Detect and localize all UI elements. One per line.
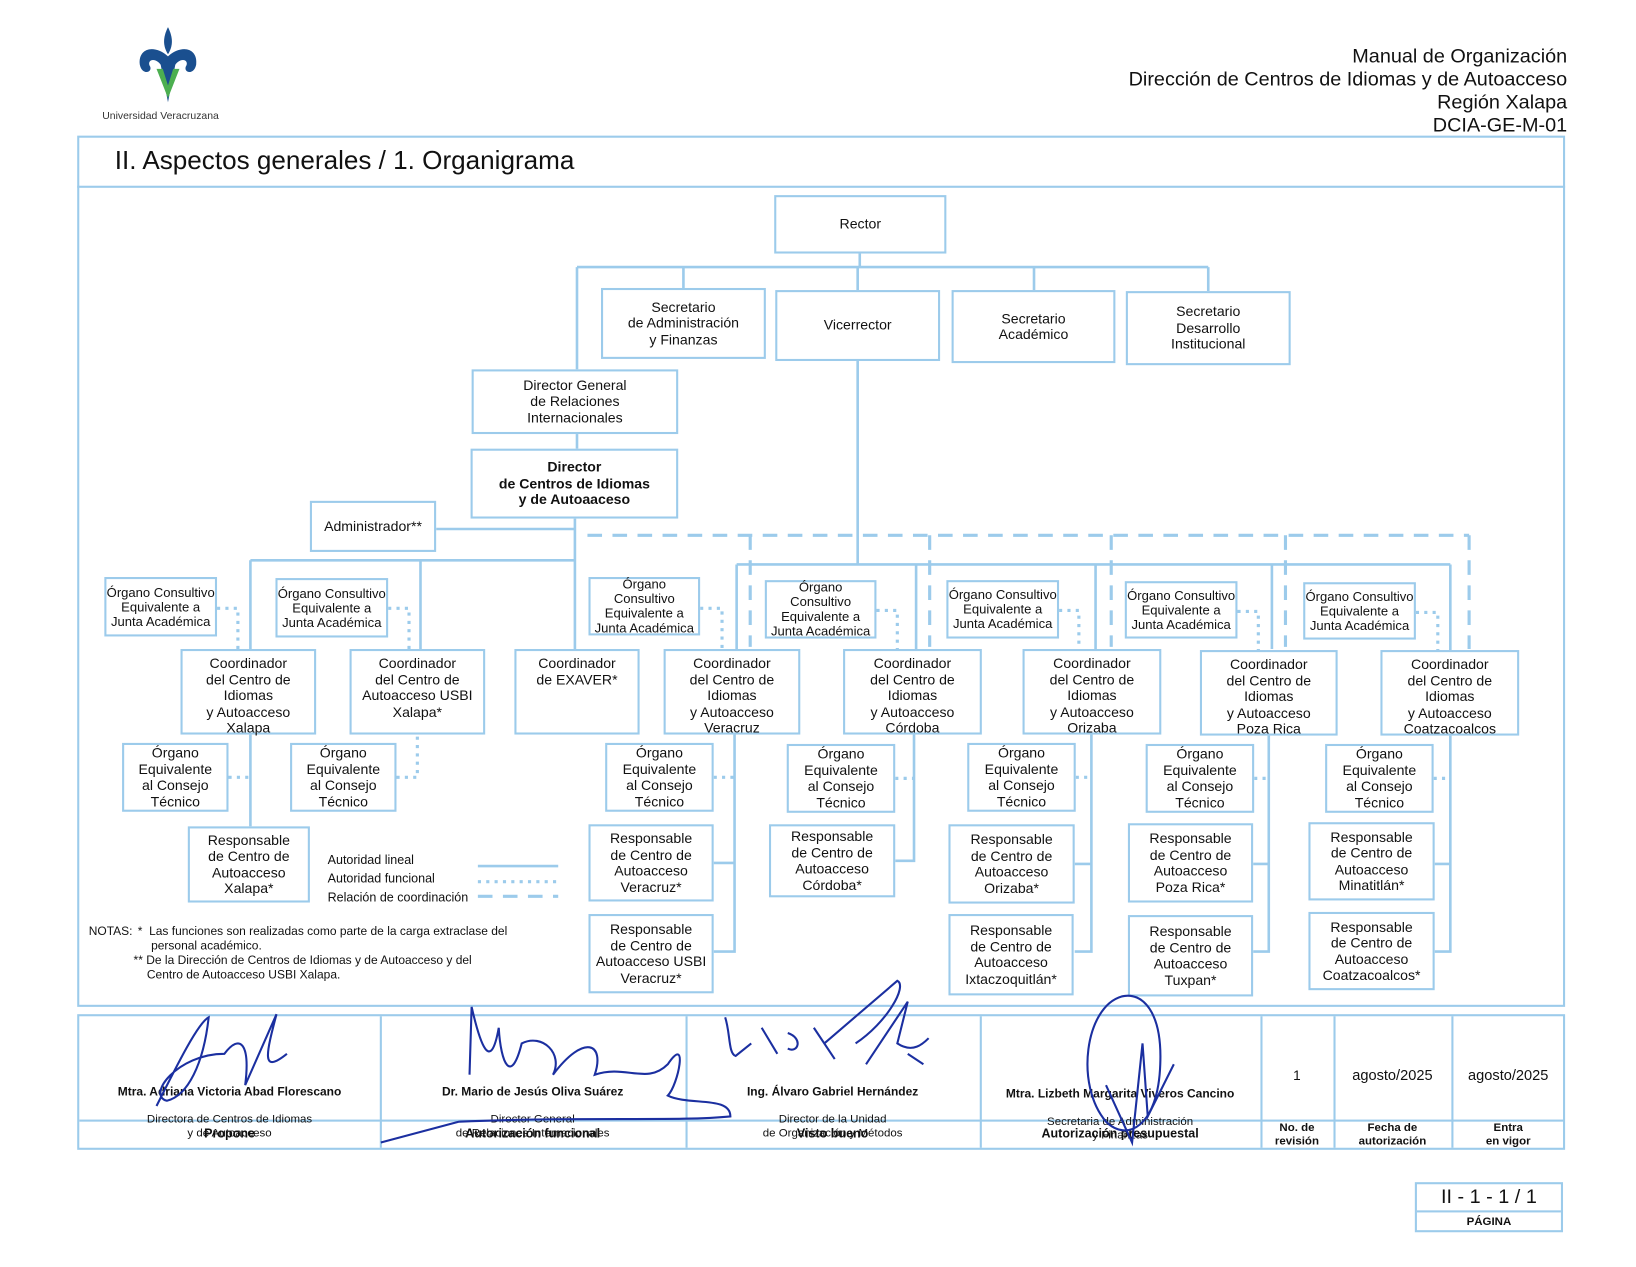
divider xyxy=(685,1016,688,1148)
org-box-organo-tecnico: Órgano Equivalente al Consejo Técnico xyxy=(786,743,896,813)
signatory-role: Secretaria de Administración y Finanzas xyxy=(1047,1115,1194,1142)
org-box-coordinador-orizaba: Coordinador del Centro de Idiomas y Auto… xyxy=(1022,648,1162,736)
signatory-role: Directora de Centros de Idiomas y de Aut… xyxy=(146,1113,313,1140)
org-box-organo-tecnico: Órgano Equivalente al Consejo Técnico xyxy=(967,742,1076,812)
org-box-responsable-minatitlan: Responsable de Centro de Autoacceso Mina… xyxy=(1308,822,1435,901)
org-box-organo-consultivo: Órgano Consultivo Equivalente a Junta Ac… xyxy=(1303,582,1416,640)
page-title: II. Aspectos generales / 1. Organigrama xyxy=(114,146,575,176)
org-box-responsable-xalapa: Responsable de Centro de Autoacceso Xala… xyxy=(187,826,310,903)
note-2: ** De la Dirección de Centros de Idiomas… xyxy=(133,954,472,982)
org-box-organo-consultivo: Órgano Consultivo Equivalente a Junta Ac… xyxy=(1124,581,1238,639)
org-box-vicerrector: Vicerrector xyxy=(775,290,941,362)
notes-label: NOTAS: xyxy=(88,925,133,939)
footer-propone: Propone xyxy=(204,1125,255,1141)
authorization-date: agosto/2025 xyxy=(1352,1066,1433,1084)
org-box-rector: Rector xyxy=(774,195,947,254)
org-box-organo-tecnico: Órgano Equivalente al Consejo Técnico xyxy=(122,742,229,812)
org-box-organo-consultivo: Órgano Consultivo Equivalente a Junta Ac… xyxy=(946,580,1060,639)
org-box-responsable-veracruz: Responsable de Centro de Autoacceso Vera… xyxy=(588,824,714,902)
org-box-organo-tecnico: Órgano Equivalente al Consejo Técnico xyxy=(1325,743,1434,813)
region: Región Xalapa xyxy=(1437,91,1568,114)
org-box-organo-consultivo: Órgano Consultivo Equivalente a Junta Ac… xyxy=(588,577,701,636)
signature-abad xyxy=(155,1013,288,1107)
page-number-box: II - 1 - 1 / 1 PÁGINA xyxy=(1414,1182,1564,1233)
divider xyxy=(79,1119,1564,1122)
divider xyxy=(1451,1016,1454,1148)
signature-table: Mtra. Adriana Victoria Abad Florescano D… xyxy=(77,1014,1566,1150)
signatory-role: Director de la Unidad de Organización y … xyxy=(762,1113,903,1140)
org-box-responsable-ixtaczoquitlan: Responsable de Centro de Autoacceso Ixta… xyxy=(948,914,1074,996)
signatory-role: Director General de Relaciones Internaci… xyxy=(455,1113,610,1140)
divider xyxy=(1333,1016,1336,1148)
legend-funcional: Autoridad funcional xyxy=(327,871,435,886)
org-box-responsable-cordoba: Responsable de Centro de Autoacceso Córd… xyxy=(768,824,896,898)
org-box-director: Director de Centros de Idiomas y de Auto… xyxy=(470,448,679,519)
document-code: DCIA-GE-M-01 xyxy=(1432,114,1568,137)
functional-authority-lines xyxy=(217,606,1451,884)
signature-gabriel xyxy=(724,979,930,1066)
org-box-organo-tecnico: Órgano Equivalente al Consejo Técnico xyxy=(290,742,397,812)
title-bar xyxy=(77,136,1566,188)
org-box-administrador: Administrador** xyxy=(309,500,437,552)
effective-date: agosto/2025 xyxy=(1468,1066,1549,1084)
university-logo-icon xyxy=(139,27,197,103)
footer-autorizacion-presupuestal: Autorización presupuestal xyxy=(1041,1125,1199,1141)
note-1: * Las funciones son realizadas como part… xyxy=(137,925,508,953)
manual-title: Manual de Organización xyxy=(1352,45,1568,68)
org-box-coordinador-usbi-xalapa: Coordinador del Centro de Autoacceso USB… xyxy=(349,648,486,735)
divider xyxy=(979,1016,982,1148)
divider xyxy=(1260,1016,1263,1148)
signatory-name: Ing. Álvaro Gabriel Hernández xyxy=(746,1086,919,1099)
org-box-organo-tecnico: Órgano Equivalente al Consejo Técnico xyxy=(605,742,714,812)
org-box-coordinador-exaver: Coordinador de EXAVER* xyxy=(514,648,640,735)
org-box-coordinador-veracruz: Coordinador del Centro de Idiomas y Auto… xyxy=(663,648,801,736)
department-name: Dirección de Centros de Idiomas y de Aut… xyxy=(1128,68,1568,91)
page-number: II - 1 - 1 / 1 xyxy=(1416,1184,1561,1213)
page-label: PÁGINA xyxy=(1466,1215,1512,1229)
org-box-responsable-orizaba: Responsable de Centro de Autoacceso Oriz… xyxy=(948,824,1075,904)
org-box-coordinador-poza-rica: Coordinador del Centro de Idiomas y Auto… xyxy=(1199,650,1338,737)
revision-number-label: No. de revisión xyxy=(1274,1121,1319,1148)
linear-authority-lines xyxy=(249,252,1452,953)
divider xyxy=(379,1016,382,1148)
signatory-autorizacion-presupuestal: Mtra. Lizbeth Margarita Viveros Cancino … xyxy=(980,1075,1261,1156)
signatory-autorizacion-funcional: Dr. Mario de Jesús Oliva Suárez Director… xyxy=(380,1073,686,1154)
document-header: Manual de Organización Dirección de Cent… xyxy=(1129,46,1568,138)
coordination-lines xyxy=(477,533,1471,898)
signature-viveros xyxy=(1086,994,1175,1147)
signatory-visto-bueno: Ing. Álvaro Gabriel Hernández Director d… xyxy=(686,1073,980,1154)
signatory-name: Dr. Mario de Jesús Oliva Suárez xyxy=(441,1086,624,1099)
logo-text: Universidad Veracruzana xyxy=(102,110,219,123)
chart-frame xyxy=(77,135,1566,1007)
footer-visto-bueno: Visto bueno xyxy=(796,1125,869,1141)
org-box-organo-consultivo: Órgano Consultivo Equivalente a Junta Ac… xyxy=(104,577,218,637)
notes: NOTAS: * Las funciones son realizadas co… xyxy=(89,924,508,982)
org-box-organo-consultivo: Órgano Consultivo Equivalente a Junta Ac… xyxy=(764,580,877,639)
org-box-coordinador-coatzacoalcos: Coordinador del Centro de Idiomas y Auto… xyxy=(1380,650,1520,737)
org-box-organo-tecnico: Órgano Equivalente al Consejo Técnico xyxy=(1145,743,1255,813)
effective-date-label: Entra en vigor xyxy=(1485,1121,1531,1148)
org-box-responsable-usbi-veracruz: Responsable de Centro de Autoacceso USBI… xyxy=(588,914,714,994)
org-box-coordinador-xalapa: Coordinador del Centro de Idiomas y Auto… xyxy=(180,648,317,736)
footer-autorizacion-funcional: Autorización funcional xyxy=(465,1125,601,1141)
signature-oliva xyxy=(380,1006,732,1144)
org-box-coordinador-cordoba: Coordinador del Centro de Idiomas y Auto… xyxy=(843,648,982,736)
authorization-date-label: Fecha de autorización xyxy=(1358,1121,1427,1148)
org-box-director-general-ri: Director General de Relaciones Internaci… xyxy=(471,369,679,435)
org-box-secretario-administracion: Secretario de Administración y Finanzas xyxy=(600,287,766,359)
legend-coordinacion: Relación de coordinación xyxy=(327,890,469,905)
legend-lineal: Autoridad lineal xyxy=(327,852,414,868)
org-box-responsable-poza-rica: Responsable de Centro de Autoacceso Poza… xyxy=(1127,823,1254,903)
org-box-secretario-desarrollo: Secretario Desarrollo Institucional xyxy=(1125,291,1291,366)
org-box-secretario-academico: Secretario Académico xyxy=(951,290,1116,364)
org-box-responsable-tuxpan: Responsable de Centro de Autoacceso Tuxp… xyxy=(1127,915,1254,997)
org-box-responsable-coatzacoalcos: Responsable de Centro de Autoacceso Coat… xyxy=(1308,911,1435,991)
revision-number: 1 xyxy=(1293,1067,1301,1084)
org-box-organo-consultivo: Órgano Consultivo Equivalente a Junta Ac… xyxy=(275,578,389,638)
